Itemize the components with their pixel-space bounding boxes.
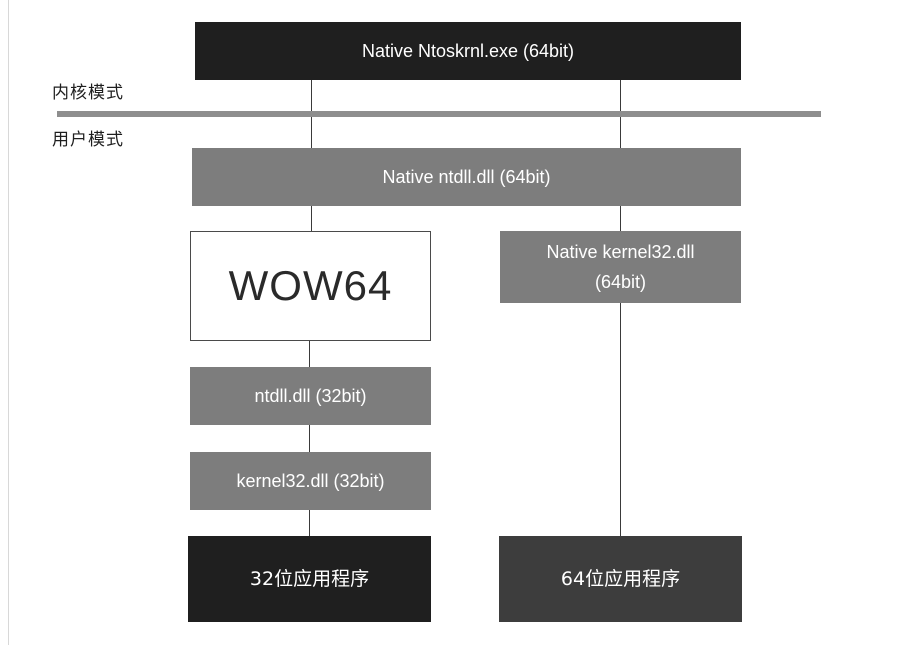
wow64-label: WOW64: [228, 262, 393, 309]
user-mode-label: 用户模式: [52, 130, 124, 150]
kernel32-64-label-line2: (64bit): [594, 272, 646, 292]
ntdll32-box: ntdll.dll (32bit): [190, 367, 431, 425]
page-left-edge: [8, 0, 9, 645]
kernel32-64-box: Native kernel32.dll (64bit): [500, 231, 741, 303]
connector-kernel32-32-to-app32: [309, 510, 310, 536]
connector-ntdll32-to-kernel32-32: [309, 425, 310, 452]
ntdll64-label: Native ntdll.dll (64bit): [382, 167, 551, 187]
wow64-box: WOW64: [190, 231, 431, 341]
app64-box: 64位应用程序: [499, 536, 742, 622]
kernel32-32-box: kernel32.dll (32bit): [190, 452, 431, 510]
connector-wow64-to-ntdll32: [309, 341, 310, 367]
app32-box: 32位应用程序: [188, 536, 431, 622]
connector-kernel32-64-to-app64: [620, 303, 621, 536]
kernel-mode-label: 内核模式: [52, 83, 124, 103]
kernel32-64-label-line1: Native kernel32.dll: [546, 242, 695, 262]
connector-ntdll64-to-kernel32-64: [620, 206, 621, 231]
kernel32-64-text: Native kernel32.dll (64bit): [546, 237, 694, 297]
app64-label: 64位应用程序: [560, 568, 681, 590]
app32-label: 32位应用程序: [249, 568, 370, 590]
ntdll64-box: Native ntdll.dll (64bit): [192, 148, 741, 206]
ntdll32-label: ntdll.dll (32bit): [254, 386, 367, 406]
kernel32-32-label: kernel32.dll (32bit): [236, 471, 385, 491]
ntoskrnl-label: Native Ntoskrnl.exe (64bit): [361, 41, 575, 61]
connector-ntdll64-to-wow64: [311, 206, 312, 231]
ntoskrnl-box: Native Ntoskrnl.exe (64bit): [195, 22, 741, 80]
kernel-user-mode-divider: [57, 111, 821, 117]
